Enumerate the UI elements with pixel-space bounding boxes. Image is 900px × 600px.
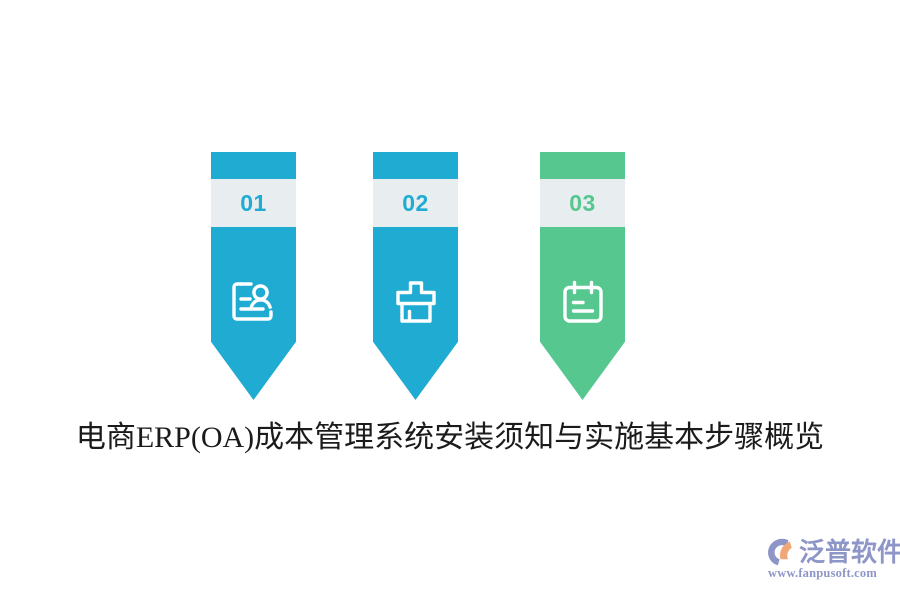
contact-card-icon [211,272,296,332]
page-title: 电商ERP(OA)成本管理系统安装须知与实施基本步骤概览 [75,421,825,454]
logo-website-url: www.fanpusoft.com [768,566,877,580]
fanpu-swoosh-logo-icon [766,537,796,567]
banner-number: 01 [240,189,267,216]
banner-step-02[interactable]: 02 [373,152,458,400]
banner-group: 01 02 [211,152,689,402]
banner-step-01[interactable]: 01 [211,152,296,400]
logo-brand-text: 泛普软件 [799,537,900,567]
factory-building-icon [373,272,458,332]
banner-number-band: 01 [211,179,296,227]
banner-step-03[interactable]: 03 [540,152,625,400]
banner-number: 02 [402,189,429,216]
brand-logo: 泛普软件 www.fanpusoft.com [766,536,900,584]
banner-number: 03 [569,189,596,216]
logo-top-row: 泛普软件 [766,536,900,568]
banner-number-band: 02 [373,179,458,227]
banner-number-band: 03 [540,179,625,227]
notepad-calendar-icon [540,272,625,332]
